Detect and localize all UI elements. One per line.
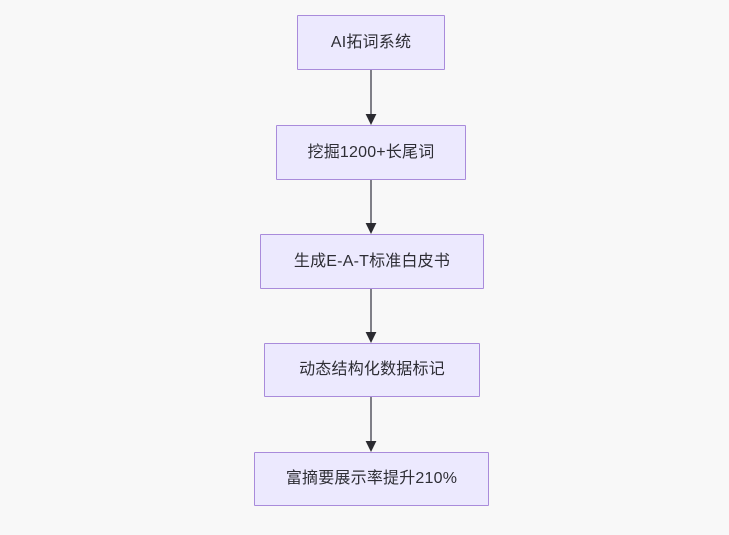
- flow-node-5-label: 富摘要展示率提升210%: [285, 470, 458, 487]
- flow-edge-1-2-arrowhead: [365, 114, 377, 125]
- flow-edge-2-3: [365, 180, 377, 234]
- flow-node-3[interactable]: 生成E-A-T标准白皮书: [260, 234, 484, 289]
- flow-node-4-label: 动态结构化数据标记: [299, 361, 445, 378]
- flow-node-3-label: 生成E-A-T标准白皮书: [293, 252, 451, 270]
- flow-edge-4-5-arrowhead: [365, 441, 377, 452]
- flow-edge-3-4-arrowhead: [365, 332, 377, 343]
- flow-node-2-label: 挖掘1200+长尾词: [307, 143, 435, 161]
- flow-edge-1-2: [365, 70, 377, 125]
- flow-node-1[interactable]: AI拓词系统: [297, 15, 445, 70]
- flow-node-1-label: AI拓词系统: [330, 33, 412, 51]
- flow-node-4[interactable]: 动态结构化数据标记: [264, 343, 480, 397]
- flow-edge-4-5: [365, 397, 377, 452]
- flow-node-2[interactable]: 挖掘1200+长尾词: [276, 125, 466, 180]
- flow-edge-3-4: [365, 289, 377, 343]
- flow-edge-2-3-arrowhead: [365, 223, 377, 234]
- flow-node-5[interactable]: 富摘要展示率提升210%: [254, 452, 489, 506]
